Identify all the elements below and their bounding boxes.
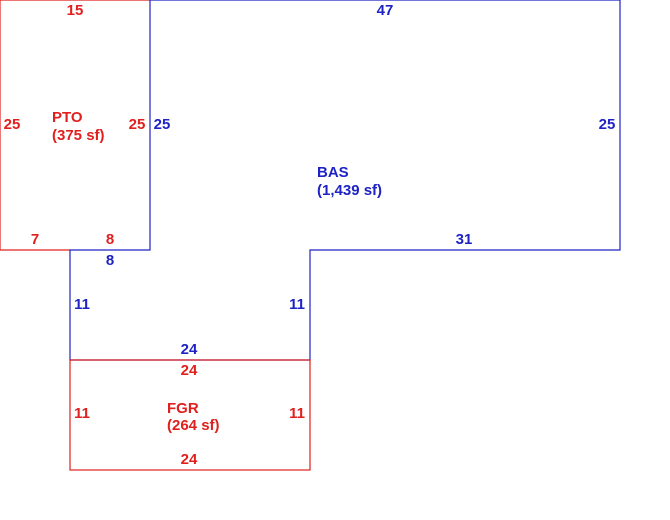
bas-notch-right-dimension: 11 — [289, 296, 305, 313]
fgr-outline — [69, 359, 311, 471]
bas-left-dimension: 25 — [154, 116, 171, 133]
pto-outline — [0, 0, 150, 251]
fgr-code-label: FGR — [167, 400, 199, 417]
fgr-top-dimension: 24 — [181, 362, 198, 379]
pto-bottom-right-dimension: 8 — [106, 231, 114, 248]
bas-bottom-right-dimension: 31 — [456, 231, 473, 248]
bas-notch-left-dimension: 11 — [74, 296, 90, 313]
fgr-bottom-dimension: 24 — [181, 451, 198, 468]
pto-right-dimension: 25 — [129, 116, 146, 133]
pto-top-dimension: 15 — [67, 2, 84, 19]
bas-top-dimension: 47 — [377, 2, 394, 19]
fgr-right-dimension: 11 — [289, 405, 305, 422]
bas-area-label: (1,439 sf) — [317, 182, 382, 199]
bas-notch-top-dimension: 8 — [106, 252, 114, 269]
pto-bottom-left-dimension: 7 — [31, 231, 39, 248]
fgr-left-dimension: 11 — [74, 405, 90, 422]
pto-code-label: PTO — [52, 109, 83, 126]
fgr-area-label: (264 sf) — [167, 417, 220, 434]
bas-right-dimension: 25 — [599, 116, 616, 133]
pto-area-label: (375 sf) — [52, 127, 105, 144]
bas-code-label: BAS — [317, 164, 349, 181]
bas-notch-bottom-dimension: 24 — [181, 341, 198, 358]
pto-left-dimension: 25 — [4, 116, 21, 133]
